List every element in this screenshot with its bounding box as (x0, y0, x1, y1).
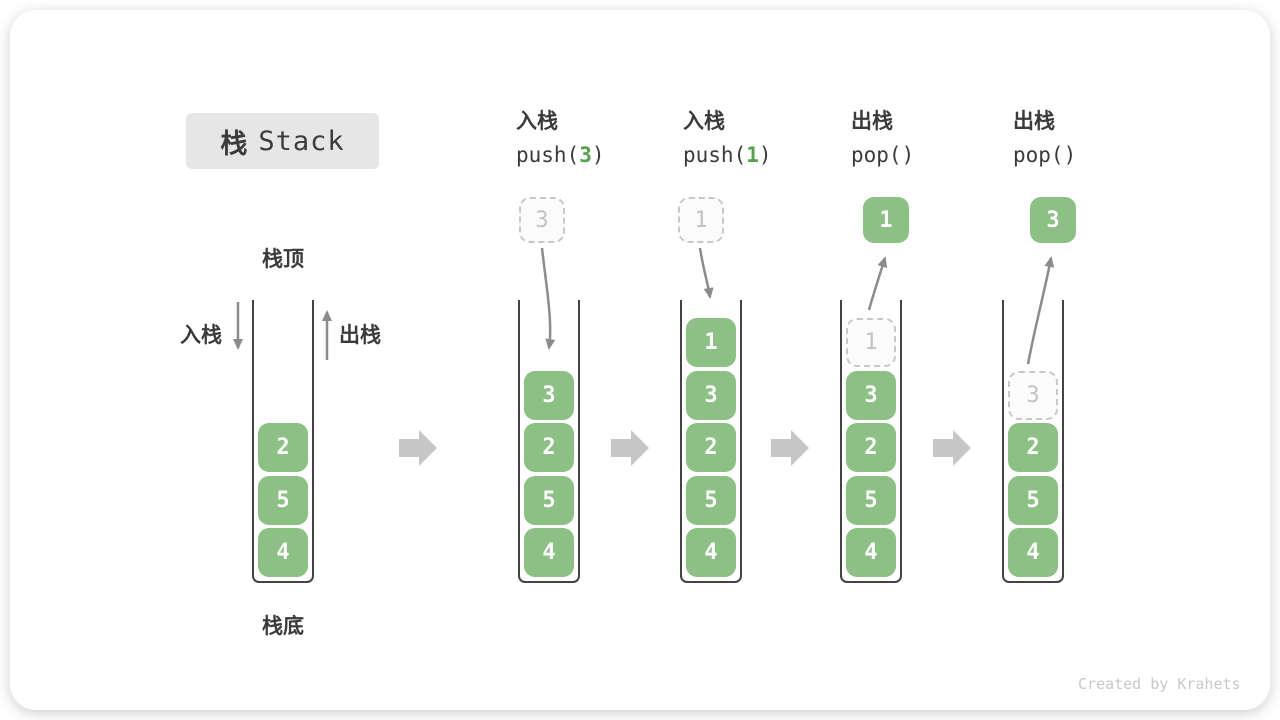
title-badge: 栈 Stack (186, 113, 379, 169)
stack-cell-ghost: 3 (1008, 370, 1058, 420)
stack-cell: 3 (524, 370, 574, 420)
code-pre: pop() (851, 143, 915, 167)
title-cn: 栈 (220, 128, 249, 160)
stack-cell: 2 (686, 423, 736, 472)
stack-cell: 4 (846, 528, 896, 577)
stack-cell: 2 (258, 423, 308, 472)
code-pre: push( (683, 143, 747, 167)
stack-cell: 4 (686, 528, 736, 577)
op-label-pop-1: 出栈 pop() (851, 107, 914, 169)
stack-container-3: 4 5 2 3 1 (680, 300, 742, 583)
stack-cell: 3 (686, 370, 736, 420)
op-label-pop-2: 出栈 pop() (1013, 107, 1076, 169)
stack-cell: 5 (846, 475, 896, 525)
stack-cell: 4 (258, 528, 308, 577)
stack-top-label: 栈顶 (262, 247, 304, 271)
code-pre: pop() (1013, 143, 1077, 167)
float-cell-push-3: 3 (519, 197, 565, 243)
op-code: pop() (851, 141, 914, 169)
stack-cell: 5 (686, 475, 736, 525)
op-label-push-1: 入栈 push(1) (683, 107, 772, 169)
stack-cell: 4 (524, 528, 574, 577)
stack-cell: 1 (686, 318, 736, 367)
float-cell-push-1: 1 (678, 197, 724, 243)
stack-cell: 3 (846, 370, 896, 420)
float-cell-popped-3: 3 (1030, 197, 1076, 243)
stack-cell: 2 (1008, 423, 1058, 472)
stack-bottom-label: 栈底 (262, 614, 304, 638)
title-en: Stack (258, 125, 345, 157)
stack-cell: 2 (524, 423, 574, 472)
code-arg: 1 (746, 143, 759, 167)
float-cell-popped-1: 1 (863, 197, 909, 243)
stack-container-5: 4 5 2 3 (1002, 300, 1064, 583)
op-code: push(1) (683, 141, 772, 169)
push-side-label: 入栈 (180, 323, 222, 347)
op-label-push-3: 入栈 push(3) (516, 107, 605, 169)
op-name: 入栈 (516, 109, 558, 133)
stack-cell: 4 (1008, 528, 1058, 577)
stack-cell: 5 (524, 475, 574, 525)
stack-container-4: 4 5 2 3 1 (840, 300, 902, 583)
stack-cell: 2 (846, 423, 896, 472)
stack-cell-ghost: 1 (846, 318, 896, 367)
code-post: ) (591, 143, 605, 167)
code-post: ) (758, 143, 772, 167)
pop-side-label: 出栈 (339, 323, 381, 347)
op-code: pop() (1013, 141, 1076, 169)
stack-container-1: 4 5 2 (252, 300, 314, 583)
op-name: 出栈 (1013, 109, 1055, 133)
watermark: Created by Krahets (1078, 675, 1241, 693)
stack-cell: 5 (258, 475, 308, 525)
stack-cell: 5 (1008, 475, 1058, 525)
op-name: 入栈 (683, 109, 725, 133)
code-pre: push( (516, 143, 580, 167)
op-name: 出栈 (851, 109, 893, 133)
code-arg: 3 (579, 143, 592, 167)
op-code: push(3) (516, 141, 605, 169)
stack-container-2: 4 5 2 3 (518, 300, 580, 583)
